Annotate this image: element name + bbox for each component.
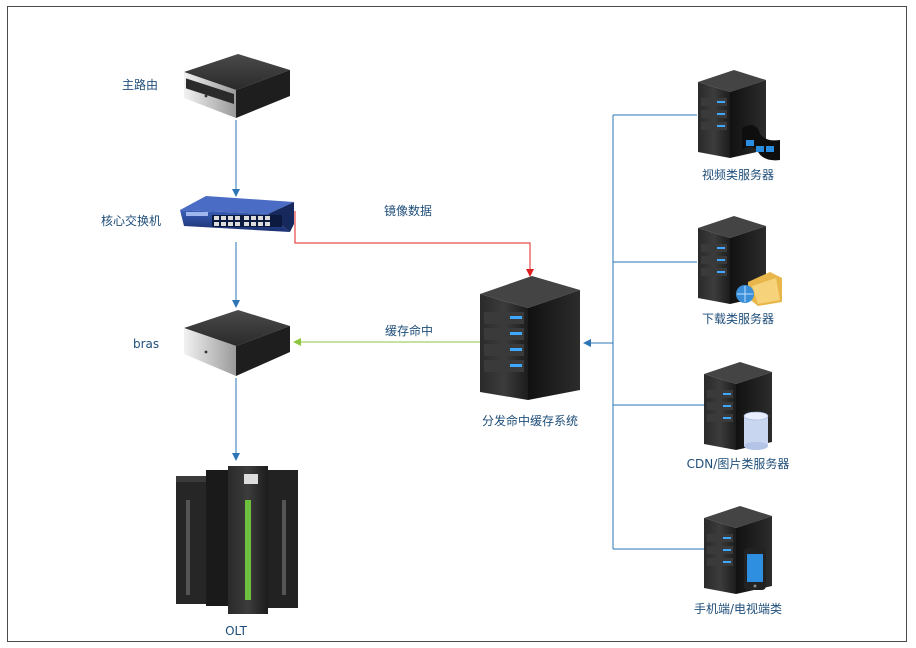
core-switch-label: 核心交换机	[101, 214, 162, 228]
cache-server-icon	[480, 276, 580, 400]
link-servers-bus	[583, 114, 704, 550]
diagram-frame	[7, 6, 907, 642]
bras-label: bras	[133, 337, 160, 351]
link-mirror-red	[294, 211, 534, 277]
cdn-server-label: CDN/图片类服务器	[686, 457, 790, 471]
video-server-label: 视频类服务器	[701, 168, 775, 182]
main-router-label: 主路由	[122, 78, 159, 92]
mirror-data-label: 镜像数据	[384, 204, 433, 218]
olt-icon	[176, 466, 298, 614]
film-strip-icon	[742, 125, 780, 161]
folder-globe-icon	[736, 272, 782, 306]
download-server-label: 下载类服务器	[701, 312, 775, 326]
olt-label: OLT	[225, 624, 247, 638]
phone-icon	[744, 548, 766, 590]
cache-system-label: 分发命中缓存系统	[481, 414, 579, 428]
database-icon	[743, 411, 769, 450]
core-switch-icon	[180, 196, 294, 232]
bras-icon	[184, 310, 290, 376]
main-router-icon	[184, 54, 290, 118]
cache-hit-label: 缓存命中	[385, 324, 434, 338]
mobile-tv-label: 手机端/电视端类	[693, 602, 783, 616]
